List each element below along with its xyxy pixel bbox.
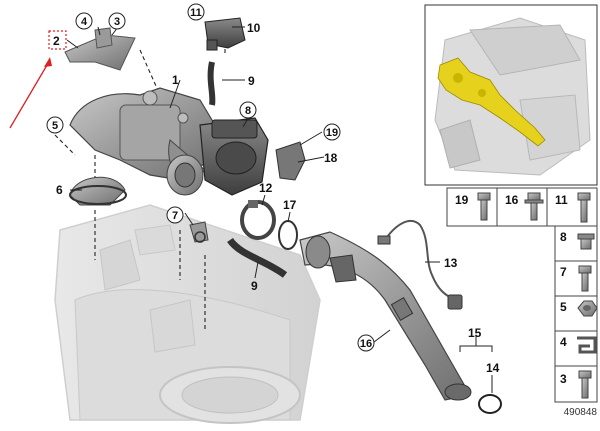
highlighted-part: [437, 57, 546, 147]
callout-6: 6: [56, 183, 63, 197]
hw-num-19: 19: [455, 193, 469, 207]
flange-nut-icon: [577, 233, 595, 250]
callout-7: 7: [172, 210, 178, 222]
bolt-icon: [477, 192, 491, 221]
callout-13: 13: [444, 256, 458, 270]
hw-num-11: 11: [555, 193, 568, 207]
pressure-sensor: [204, 17, 246, 51]
callout-10: 10: [247, 21, 261, 35]
pressure-pipe-upper: [207, 61, 216, 106]
exhaust-pipe: [299, 231, 472, 401]
hw-num-4: 4: [560, 335, 567, 349]
callout-2: 2: [53, 34, 60, 48]
callout-15: 15: [468, 326, 482, 340]
annotation-arrow: [9, 30, 67, 129]
o-ring: [478, 394, 502, 414]
callout-5: 5: [52, 120, 58, 132]
hw-num-5: 5: [560, 300, 567, 314]
leader-lines: [66, 26, 493, 393]
clamp: [240, 200, 276, 240]
callout-17: 17: [283, 198, 297, 212]
callout-3: 3: [114, 16, 120, 28]
hw-num-16: 16: [505, 193, 519, 207]
callout-8: 8: [245, 105, 251, 117]
bolt-icon: [577, 192, 591, 223]
callout-9-lower: 9: [251, 279, 258, 293]
callout-1: 1: [172, 73, 179, 87]
stud-icon: [578, 265, 592, 292]
hardware-panel: 19 16 11 8 7 5 4: [446, 187, 598, 403]
callout-4: 4: [81, 16, 88, 28]
hw-num-8: 8: [560, 230, 567, 244]
gasket: [69, 176, 127, 206]
hw-num-3: 3: [560, 372, 567, 386]
bracket: [275, 141, 306, 181]
clip-icon: [577, 336, 597, 354]
turbo-manifold: [69, 87, 216, 196]
callout-14: 14: [486, 361, 500, 375]
bolt-icon: [578, 370, 592, 399]
stud-bracket: [189, 221, 209, 243]
actuator: [199, 117, 269, 196]
sensor-wire: [377, 220, 463, 310]
engine-inset: [424, 4, 598, 186]
callouts: 2 4 3 11 10 1 9 8 5 19 18 6 12 17 7 9 13…: [46, 3, 500, 375]
callout-16: 16: [360, 338, 372, 350]
flange-bolt-icon: [524, 192, 544, 221]
hex-nut-icon: [577, 300, 598, 317]
pressure-pipe-lower: [227, 237, 288, 278]
hw-num-7: 7: [560, 265, 567, 279]
ghost-housing: [54, 204, 321, 424]
callout-18: 18: [324, 151, 338, 165]
callout-19: 19: [326, 127, 338, 139]
callout-12: 12: [259, 181, 273, 195]
diagram-number: 490848: [564, 407, 598, 418]
callout-9-upper: 9: [248, 74, 255, 88]
callout-11: 11: [190, 7, 202, 19]
seal-ring: [278, 220, 298, 250]
